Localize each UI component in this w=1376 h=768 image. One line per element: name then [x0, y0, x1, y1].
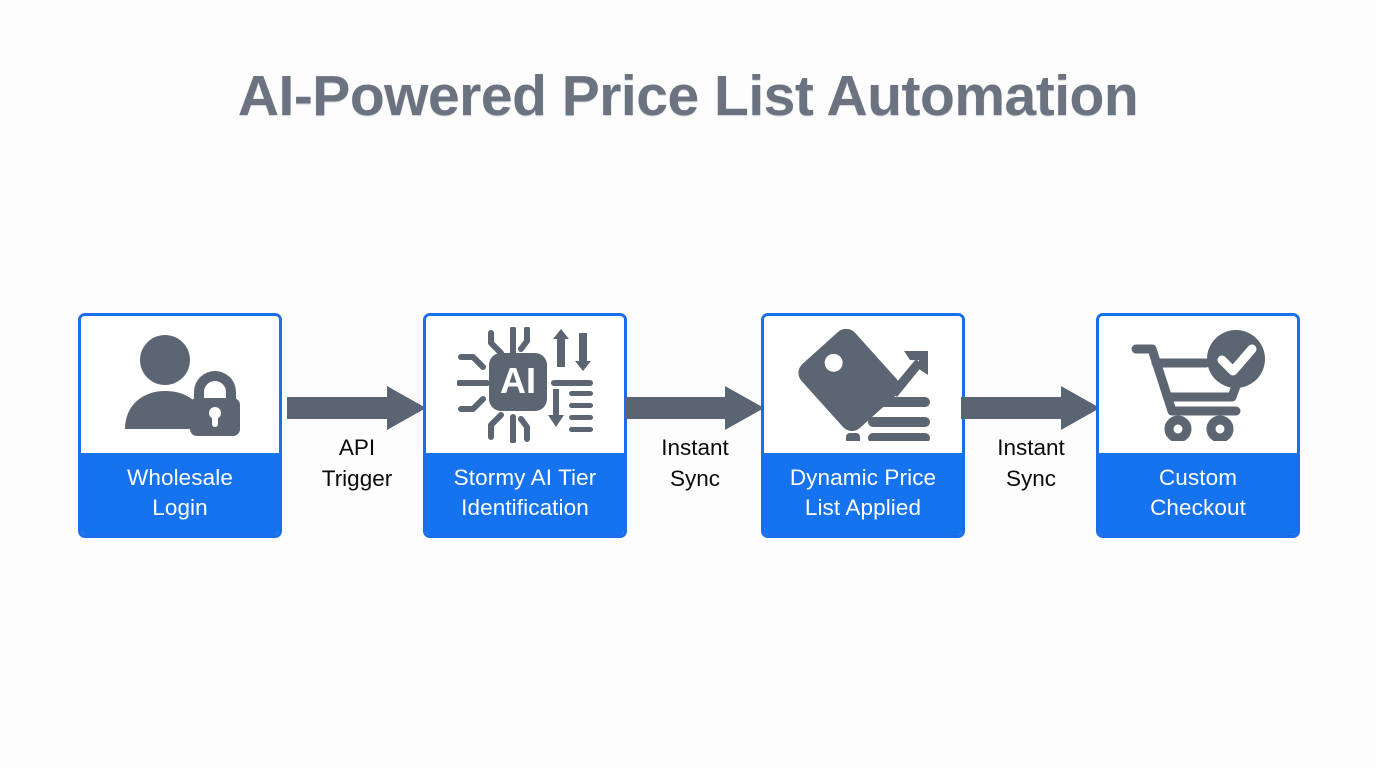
- flow-connector-label: API Trigger: [287, 433, 427, 494]
- arrow-right-icon: [961, 386, 1100, 430]
- flow-connector-instant-sync-1: Instant Sync: [625, 385, 765, 491]
- price-tag-chart-list-icon: [764, 316, 962, 453]
- node-label-line-2: Login: [152, 495, 208, 520]
- flow-node-wholesale-login[interactable]: Wholesale Login: [78, 313, 282, 538]
- flow-connector-api-trigger: API Trigger: [287, 385, 427, 491]
- connector-label-line-2: Sync: [669, 465, 721, 491]
- connector-label-line-2: Trigger: [321, 465, 393, 491]
- flow-connector-label: Instant Sync: [961, 433, 1101, 494]
- node-label-line-1: Wholesale: [127, 464, 233, 490]
- arrow-right-icon: [625, 386, 764, 430]
- flow-node-stormy-ai-tier-identification[interactable]: AI Stormy AI Tier Identification: [423, 313, 627, 538]
- flow-node-label: Custom Checkout: [1099, 453, 1297, 535]
- flow-node-dynamic-price-list-applied[interactable]: Dynamic Price List Applied: [761, 313, 965, 538]
- node-label-line-1: Dynamic Price: [789, 464, 937, 490]
- ai-chip-icon: AI: [426, 316, 624, 453]
- node-label-line-2: Identification: [461, 495, 589, 520]
- flow-node-label: Dynamic Price List Applied: [764, 453, 962, 535]
- flow-node-custom-checkout[interactable]: Custom Checkout: [1096, 313, 1300, 538]
- connector-label-line-1: Instant: [997, 435, 1065, 460]
- person-lock-icon: [81, 316, 279, 453]
- node-label-line-1: Stormy AI Tier: [453, 464, 597, 490]
- node-label-line-2: Checkout: [1150, 495, 1246, 520]
- cart-check-icon: [1099, 316, 1297, 453]
- flow-connector-instant-sync-2: Instant Sync: [961, 385, 1101, 491]
- arrow-right-icon: [287, 386, 426, 430]
- connector-label-line-2: Sync: [1005, 465, 1057, 491]
- connector-label-line-1: API: [338, 435, 376, 460]
- flow-connector-label: Instant Sync: [625, 433, 765, 494]
- node-label-line-1: Custom: [1158, 464, 1238, 490]
- flow-node-label: Stormy AI Tier Identification: [426, 453, 624, 535]
- page-title: AI-Powered Price List Automation: [237, 64, 1139, 128]
- node-label-line-2: List Applied: [804, 495, 922, 520]
- flow-node-label: Wholesale Login: [81, 453, 279, 535]
- ai-chip-text: AI: [500, 360, 536, 401]
- connector-label-line-1: Instant: [661, 435, 729, 460]
- process-flow-diagram: Wholesale Login API Trigger: [0, 313, 1376, 543]
